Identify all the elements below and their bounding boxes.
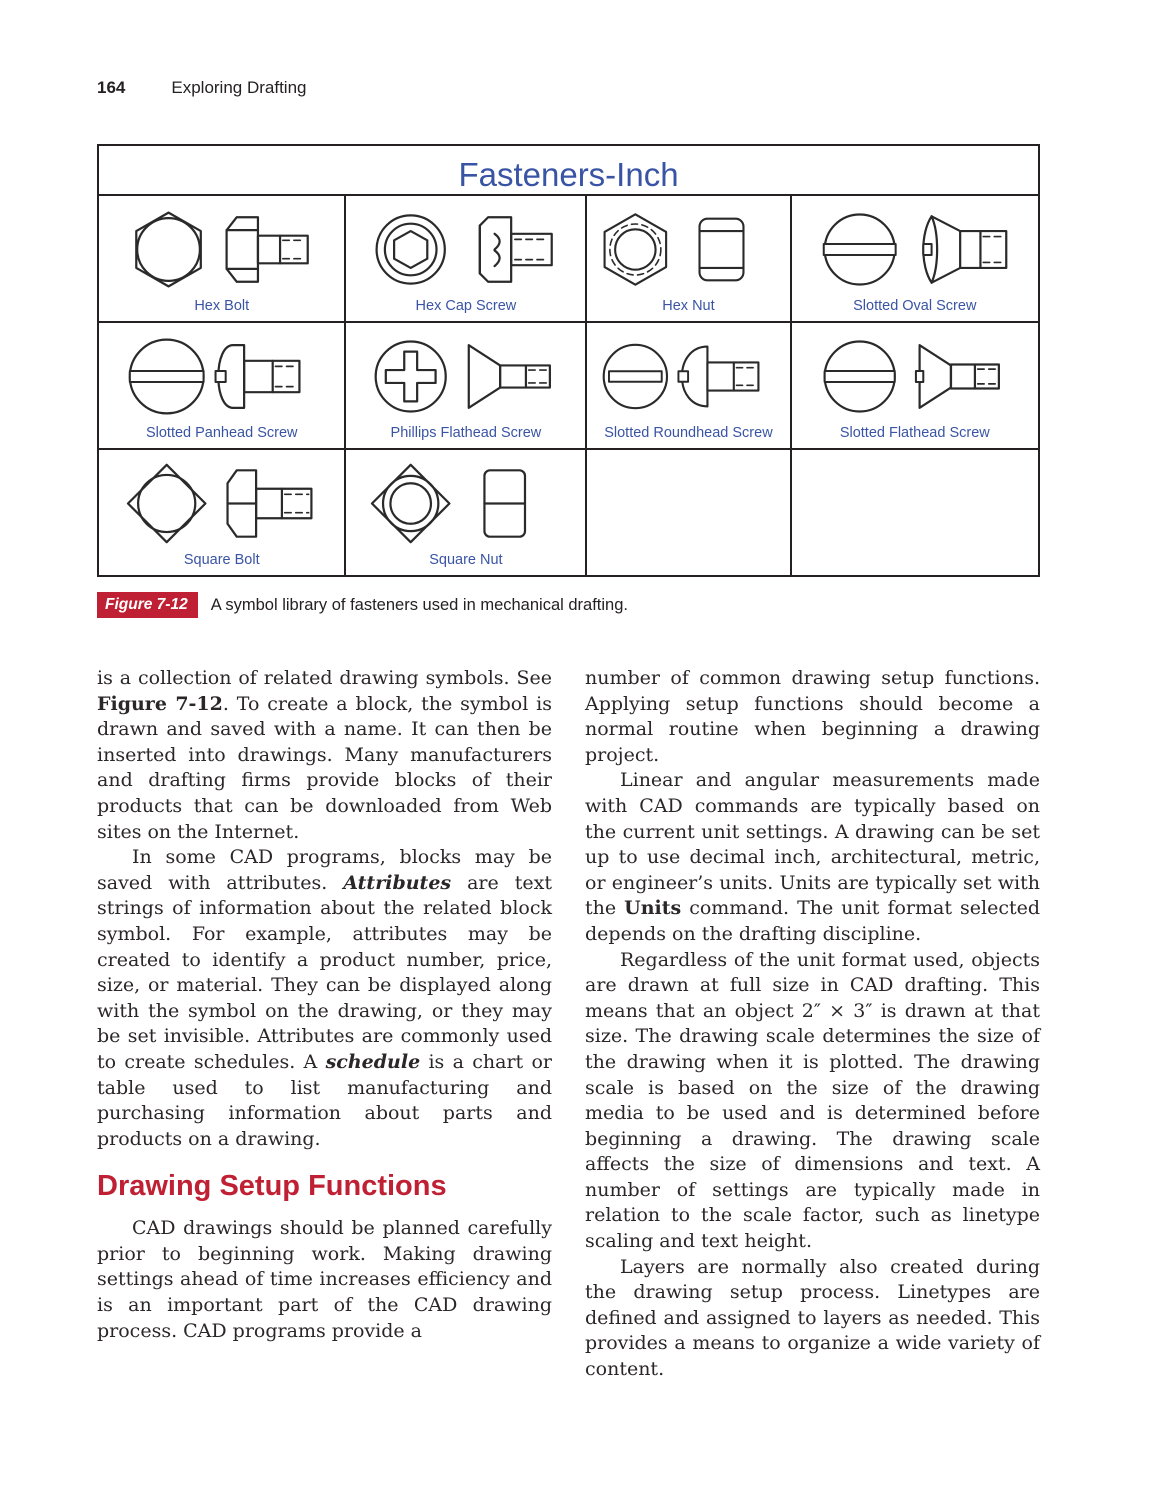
figure-cell-empty: [789, 448, 1041, 577]
slotted-panhead-screw-drawing: [99, 328, 344, 425]
figure-row: Slotted Panhead Screw: [96, 321, 1041, 450]
paragraph: In some CAD programs, blocks may be save…: [97, 846, 552, 1150]
hex-bolt-drawing: [99, 201, 344, 298]
figure-cell-square-bolt: Square Bolt: [96, 448, 347, 577]
figure-cell-slotted-roundhead-screw: Slotted Roundhead Screw: [585, 321, 792, 450]
fastener-label: Hex Cap Screw: [415, 298, 517, 314]
fastener-label: Slotted Oval Screw: [853, 298, 977, 314]
slotted-roundhead-screw-drawing: [587, 328, 789, 425]
right-column: number of common drawing setup functions…: [585, 666, 1040, 1383]
square-nut-drawing: [346, 455, 585, 552]
paragraph: Linear and angular measurements made wit…: [585, 769, 1040, 945]
fastener-label: Hex Bolt: [194, 298, 250, 314]
body-text: is a collection of related drawing symbo…: [97, 666, 1040, 1383]
hex-cap-screw-drawing: [346, 201, 585, 298]
paragraph: number of common drawing setup functions…: [585, 667, 1040, 766]
paragraph: Regardless of the unit format used, obje…: [585, 948, 1040, 1253]
book-page: 164 Exploring Drafting Fasteners-Inch: [96, 78, 1041, 1383]
fastener-label: Square Bolt: [183, 552, 260, 568]
figure-caption: Figure 7-12 A symbol library of fastener…: [97, 592, 1040, 618]
paragraph: is a collection of related drawing symbo…: [97, 667, 552, 843]
figure-title: Fasteners-Inch: [97, 144, 1040, 196]
figure-cell-empty: [585, 448, 792, 577]
figure-cell-phillips-flathead-screw: Phillips Flathead Screw: [344, 321, 588, 450]
paragraph: Layers are normally also created during …: [585, 1255, 1040, 1381]
figure-cell-hex-cap-screw: Hex Cap Screw: [344, 194, 588, 323]
figure-number-badge: Figure 7-12: [97, 592, 198, 618]
paragraph: CAD drawings should be planned carefully…: [97, 1217, 552, 1342]
fastener-label: Slotted Panhead Screw: [145, 425, 298, 441]
slotted-flathead-screw-drawing: [792, 328, 1038, 425]
figure-cell-hex-nut: Hex Nut: [585, 194, 792, 323]
figure-cell-square-nut: Square Nut: [344, 448, 588, 577]
fastener-label: Hex Nut: [662, 298, 715, 314]
page-number: 164: [97, 78, 126, 97]
hex-nut-drawing: [587, 201, 789, 298]
square-bolt-drawing: [99, 455, 344, 552]
running-head: 164 Exploring Drafting: [97, 78, 1040, 98]
slotted-oval-screw-drawing: [792, 201, 1038, 298]
figure-cell-slotted-panhead-screw: Slotted Panhead Screw: [96, 321, 347, 450]
left-column: is a collection of related drawing symbo…: [97, 666, 552, 1383]
fastener-label: Slotted Roundhead Screw: [604, 425, 773, 441]
figure-cell-slotted-flathead-screw: Slotted Flathead Screw: [789, 321, 1041, 450]
book-title: Exploring Drafting: [171, 78, 307, 97]
figure-cell-slotted-oval-screw: Slotted Oval Screw: [789, 194, 1041, 323]
figure-row: Hex Bolt: [96, 194, 1041, 323]
phillips-flathead-screw-drawing: [346, 328, 585, 425]
fastener-label: Slotted Flathead Screw: [839, 425, 990, 441]
figure-row: Square Bolt Square Nut: [96, 448, 1041, 577]
fastener-label: Square Nut: [429, 552, 503, 568]
figure-cell-hex-bolt: Hex Bolt: [96, 194, 347, 323]
section-heading: Drawing Setup Functions: [97, 1170, 447, 1203]
figure-caption-text: A symbol library of fasteners used in me…: [210, 595, 628, 614]
fasteners-figure-table: Fasteners-Inch: [96, 144, 1041, 577]
fastener-label: Phillips Flathead Screw: [390, 425, 542, 441]
